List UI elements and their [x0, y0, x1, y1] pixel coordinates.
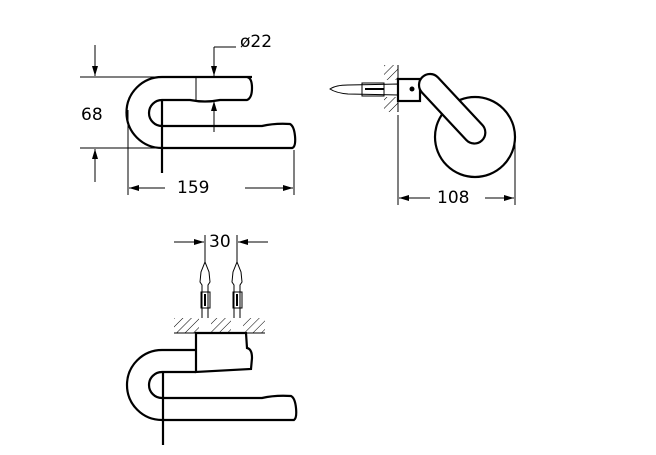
wall-anchor — [329, 83, 399, 96]
side-view: 108 — [329, 65, 517, 208]
anchor-left — [199, 260, 211, 318]
mount-block-bottom — [194, 331, 254, 374]
dimension-width: 159 — [177, 178, 209, 198]
dimension-spacing: 30 — [209, 232, 231, 252]
anchor-right — [231, 260, 243, 318]
holder-outline — [125, 75, 297, 150]
holder-arm — [417, 72, 487, 145]
rosette — [433, 95, 517, 179]
front-view: 68 ø22 159 — [80, 32, 297, 198]
holder-outline-bottom — [125, 348, 298, 422]
top-view: 30 — [125, 232, 298, 445]
mount-block — [396, 77, 422, 103]
dimension-diameter: ø22 — [240, 32, 272, 52]
dimension-height: 68 — [81, 105, 103, 125]
dimension-depth: 108 — [437, 188, 469, 208]
